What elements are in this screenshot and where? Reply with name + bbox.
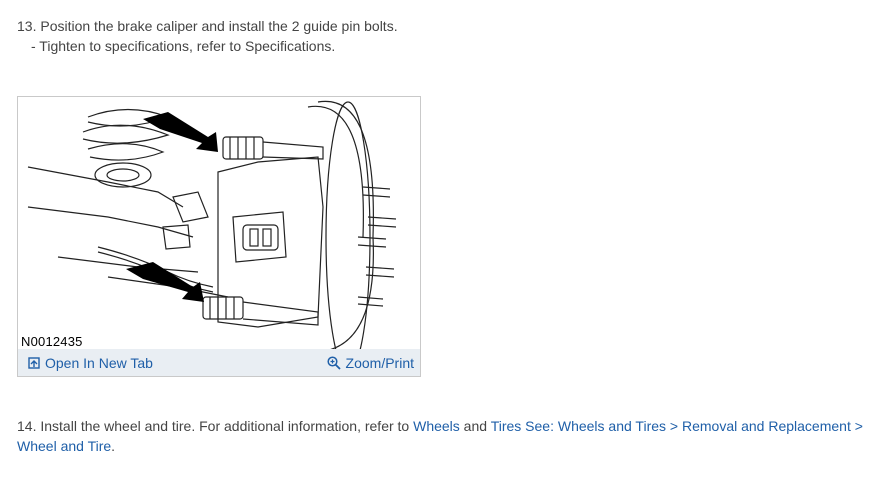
step-14-prefix: 14. Install the wheel and tire. For addi… [17, 418, 414, 434]
tires-link[interactable]: Tires See: Wheels and Tires > Removal an… [17, 418, 863, 454]
step-14-suffix: . [111, 438, 116, 454]
open-in-new-tab-icon [28, 357, 40, 369]
step-14-text: 14. Install the wheel and tire. For addi… [17, 416, 877, 456]
figure-toolbar: Open In New Tab Zoom/Print [18, 349, 420, 376]
step-13-text: 13. Position the brake caliper and insta… [17, 18, 398, 34]
step-13-subtext: - Tighten to specifications, refer to Sp… [31, 38, 336, 54]
figure-container: N0012435 Open In New Tab Zoom/Print [17, 96, 421, 377]
open-in-new-tab-link[interactable]: Open In New Tab [28, 355, 153, 371]
step-14-and: and [459, 418, 491, 434]
open-in-new-tab-label: Open In New Tab [45, 355, 153, 371]
figure-id: N0012435 [21, 334, 83, 349]
zoom-print-label: Zoom/Print [345, 355, 414, 371]
zoom-magnifier-icon [326, 356, 341, 370]
brake-caliper-illustration [27, 100, 397, 349]
wheels-link[interactable]: Wheels [413, 418, 460, 434]
zoom-print-link[interactable]: Zoom/Print [326, 355, 414, 371]
